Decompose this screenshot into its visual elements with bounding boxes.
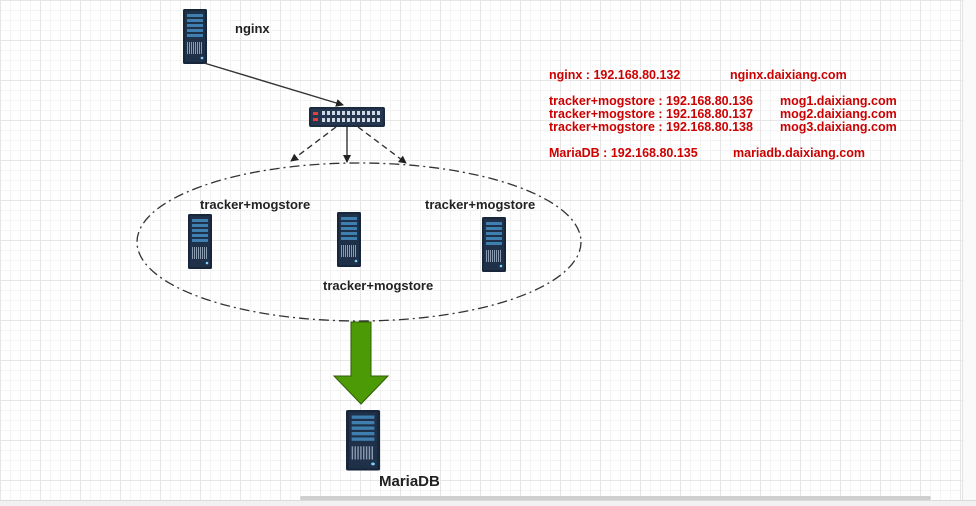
tracker-label-right: tracker+mogstore xyxy=(425,197,536,212)
info-mog2-host: mog2.daixiang.com xyxy=(780,107,897,121)
nginx-to-switch-connector xyxy=(203,62,344,107)
mariadb-label: MariaDB xyxy=(379,473,440,490)
info-mariadb-ip: MariaDB : 192.168.80.135 xyxy=(549,146,698,160)
info-mog3-ip: tracker+mogstore : 192.168.80.138 xyxy=(549,120,753,134)
switch-to-left-connector xyxy=(290,126,337,162)
mariadb-server-icon xyxy=(346,410,381,471)
nginx-server-icon xyxy=(183,9,207,64)
tracker-server-middle-icon xyxy=(337,212,361,267)
down-arrow-icon xyxy=(332,321,390,405)
tracker-label-left: tracker+mogstore xyxy=(200,197,311,212)
info-mariadb-host: mariadb.daixiang.com xyxy=(733,146,865,160)
nginx-label: nginx xyxy=(235,21,270,36)
info-mog1-ip: tracker+mogstore : 192.168.80.136 xyxy=(549,94,753,108)
info-mog2-ip: tracker+mogstore : 192.168.80.137 xyxy=(549,107,753,121)
tracker-server-left-icon xyxy=(188,214,212,269)
horizontal-scrollbar-thumb[interactable] xyxy=(300,496,931,500)
tracker-cluster-ellipse xyxy=(136,162,582,322)
info-nginx-ip: nginx : 192.168.80.132 xyxy=(549,68,681,82)
network-switch-icon xyxy=(309,107,385,127)
bottom-frame xyxy=(0,500,976,506)
info-nginx-host: nginx.daixiang.com xyxy=(730,68,847,82)
vertical-scrollbar[interactable] xyxy=(962,0,976,505)
tracker-label-middle: tracker+mogstore xyxy=(323,278,434,293)
switch-to-right-connector xyxy=(357,126,407,164)
tracker-server-right-icon xyxy=(482,217,506,272)
info-mog1-host: mog1.daixiang.com xyxy=(780,94,897,108)
info-mog3-host: mog3.daixiang.com xyxy=(780,120,897,134)
